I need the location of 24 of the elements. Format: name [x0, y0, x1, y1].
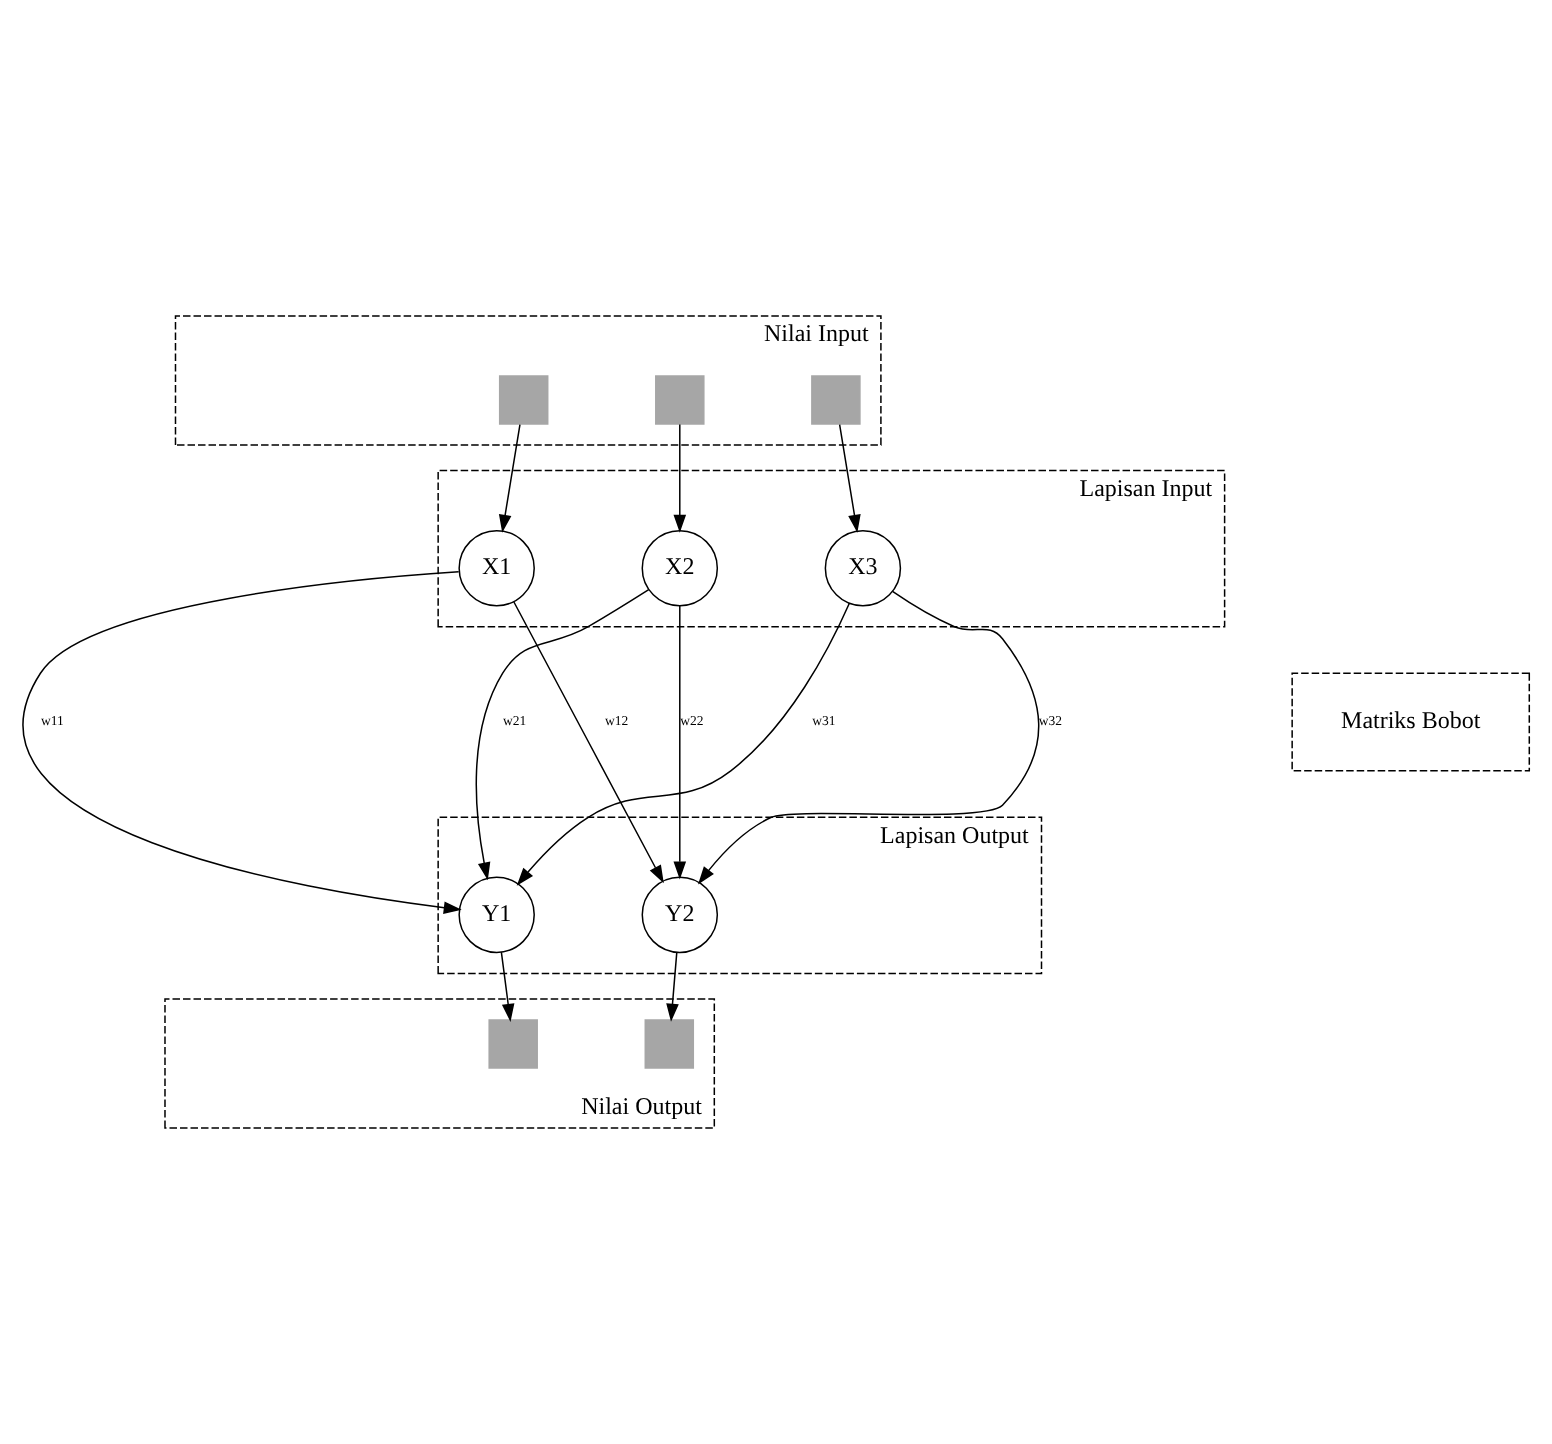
arrow [698, 590, 1040, 885]
node-box [655, 375, 705, 425]
node-circle: Y2 [641, 876, 719, 954]
node-circle: Y1 [458, 876, 535, 954]
node-box [811, 375, 861, 425]
arrow [500, 951, 515, 1022]
cluster: Nilai Output [164, 998, 716, 1129]
arrow [498, 423, 521, 533]
node-box [498, 375, 549, 425]
arrow [475, 588, 650, 881]
arrow [513, 601, 664, 884]
cluster: Nilai Input [174, 315, 882, 446]
arrow [516, 602, 851, 886]
node-box: Matriks Bobot [1291, 672, 1531, 772]
arrow [838, 423, 861, 533]
node-circle: X1 [458, 529, 535, 607]
node-circle: X2 [641, 529, 719, 607]
arrow [673, 423, 687, 533]
node-box [644, 1019, 695, 1069]
arrow [666, 952, 679, 1022]
arrow [23, 571, 462, 914]
arrow [673, 605, 687, 880]
node-box [488, 1019, 538, 1069]
node-circle: X3 [824, 529, 902, 607]
